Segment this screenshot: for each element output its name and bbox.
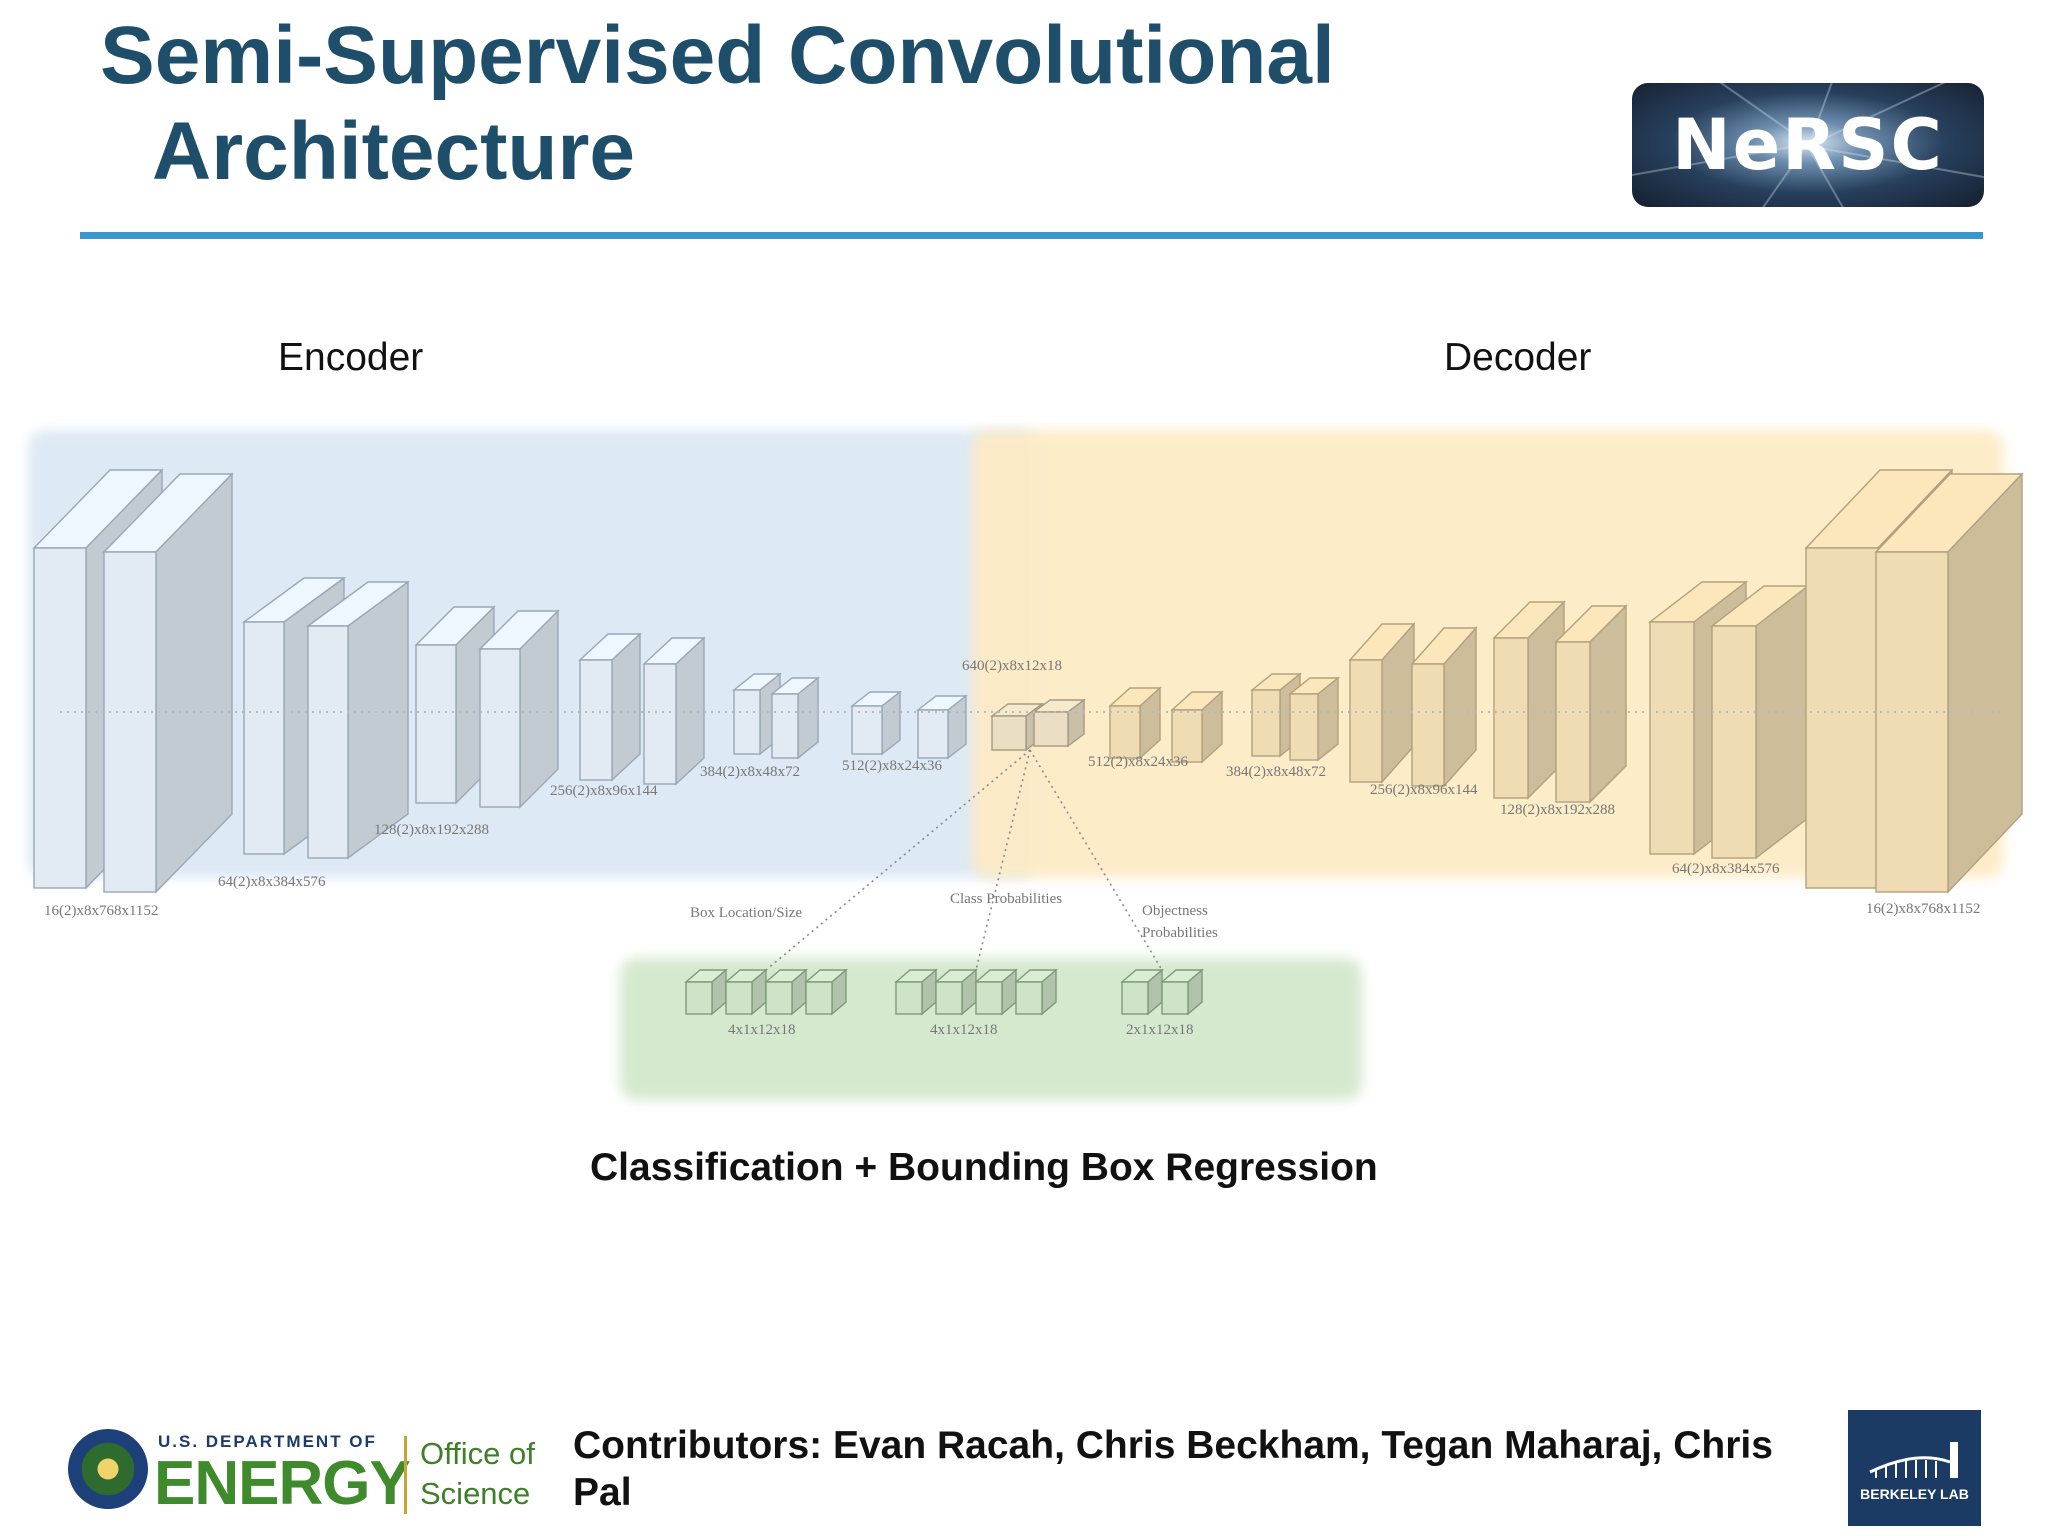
bottleneck-label: 640(2)x8x12x18 [962, 658, 1062, 674]
bottleneck-block-b [1031, 698, 1087, 748]
encoder-layer-6-label: 512(2)x8x24x36 [842, 758, 942, 774]
decoder-layer-4-a [1492, 600, 1566, 800]
encoder-layer-1-label: 16(2)x8x768x1152 [44, 903, 158, 919]
decoder-layer-6-label: 16(2)x8x768x1152 [1866, 901, 1980, 917]
encoder-layer-5-b [770, 676, 820, 760]
contributors-text: Contributors: Evan Racah, Chris Beckham,… [573, 1424, 1773, 1514]
decoder-layer-1-a [1108, 686, 1162, 760]
head-1-name-label: Box Location/Size [690, 905, 802, 921]
head-1-cube-4 [804, 968, 848, 1016]
decoder-layer-4-b [1554, 604, 1628, 804]
decoder-layer-5-label: 64(2)x8x384x576 [1672, 861, 1780, 877]
head-3-cube-1 [1120, 968, 1164, 1016]
doe-office-line1: Office of [420, 1436, 535, 1471]
title-underline [80, 232, 1983, 239]
decoder-layer-5-b [1709, 584, 1811, 860]
head-2-connector [975, 749, 1031, 971]
head-2-shape-label: 4x1x12x18 [930, 1022, 998, 1038]
nersc-logo: NeRSC [1632, 83, 1984, 207]
slide-title: Semi-Supervised Convolutional Architectu… [100, 8, 1335, 200]
encoder-layer-6-b [915, 694, 969, 760]
decoder-layer-2-b [1288, 676, 1340, 762]
decoder-layer-3-b [1410, 626, 1478, 788]
decoder-layer-1-label: 512(2)x8x24x36 [1088, 754, 1188, 770]
berkeley-lab-logo: BERKELEY LAB [1848, 1410, 1981, 1526]
decoder-layer-2-label: 384(2)x8x48x72 [1226, 764, 1326, 780]
head-2-cube-2 [934, 968, 978, 1016]
head-1-cube-2 [724, 968, 768, 1016]
decoder-layer-4-label: 128(2)x8x192x288 [1500, 802, 1615, 818]
head-1-shape-label: 4x1x12x18 [728, 1022, 796, 1038]
encoder-layer-1-b [102, 472, 234, 894]
decoder-layer-1-b [1170, 690, 1224, 764]
encoder-layer-3-label: 128(2)x8x192x288 [374, 822, 489, 838]
head-3-name-label-line2: Probabilities [1142, 925, 1218, 941]
decoder-label: Decoder [1444, 336, 1592, 379]
head-2-cube-3 [974, 968, 1018, 1016]
encoder-layer-2-b [305, 580, 411, 860]
berkeley-arch-icon [1869, 1442, 1958, 1478]
head-2-name-label: Class Probabilities [950, 891, 1062, 907]
head-1-cube-3 [764, 968, 808, 1016]
encoder-layer-5-label: 384(2)x8x48x72 [700, 764, 800, 780]
doe-logo-top-text: U.S. DEPARTMENT OF [158, 1432, 377, 1451]
head-3-name-label-line1: Objectness [1142, 903, 1208, 919]
head-3-shape-label: 2x1x12x18 [1126, 1022, 1194, 1038]
head-3-connector [1029, 749, 1163, 971]
doe-logo-energy-text: ENERGY [154, 1449, 411, 1518]
doe-office-of-science: Office of Science [420, 1434, 535, 1514]
doe-seal-icon [68, 1429, 148, 1509]
decoder-layer-3-label: 256(2)x8x96x144 [1370, 782, 1478, 798]
encoder-label: Encoder [278, 336, 424, 379]
doe-logo: U.S. DEPARTMENT OF ENERGY Office of Scie… [68, 1418, 558, 1528]
encoder-layer-2-label: 64(2)x8x384x576 [218, 874, 326, 890]
encoder-layer-4-a [578, 632, 642, 782]
encoder-layer-4-b [642, 636, 706, 786]
nersc-logo-text: NeRSC [1672, 104, 1944, 186]
slide-title-line2: Architecture [152, 106, 636, 197]
head-2-cube-4 [1014, 968, 1058, 1016]
slide-title-line1: Semi-Supervised Convolutional [100, 10, 1335, 101]
decoder-layer-3-a [1348, 622, 1416, 784]
diagram-caption: Classification + Bounding Box Regression [590, 1146, 1378, 1189]
head-3-cube-2 [1160, 968, 1204, 1016]
encoder-layer-4-label: 256(2)x8x96x144 [550, 783, 658, 799]
head-2-cube-1 [894, 968, 938, 1016]
doe-office-line2: Science [420, 1476, 531, 1511]
doe-logo-divider [404, 1436, 407, 1514]
encoder-layer-3-b [478, 609, 560, 809]
decoder-layer-6-b [1874, 472, 2024, 894]
berkeley-lab-text: BERKELEY LAB [1860, 1486, 1969, 1502]
head-1-cube-1 [684, 968, 728, 1016]
encoder-layer-6-a [849, 690, 903, 756]
